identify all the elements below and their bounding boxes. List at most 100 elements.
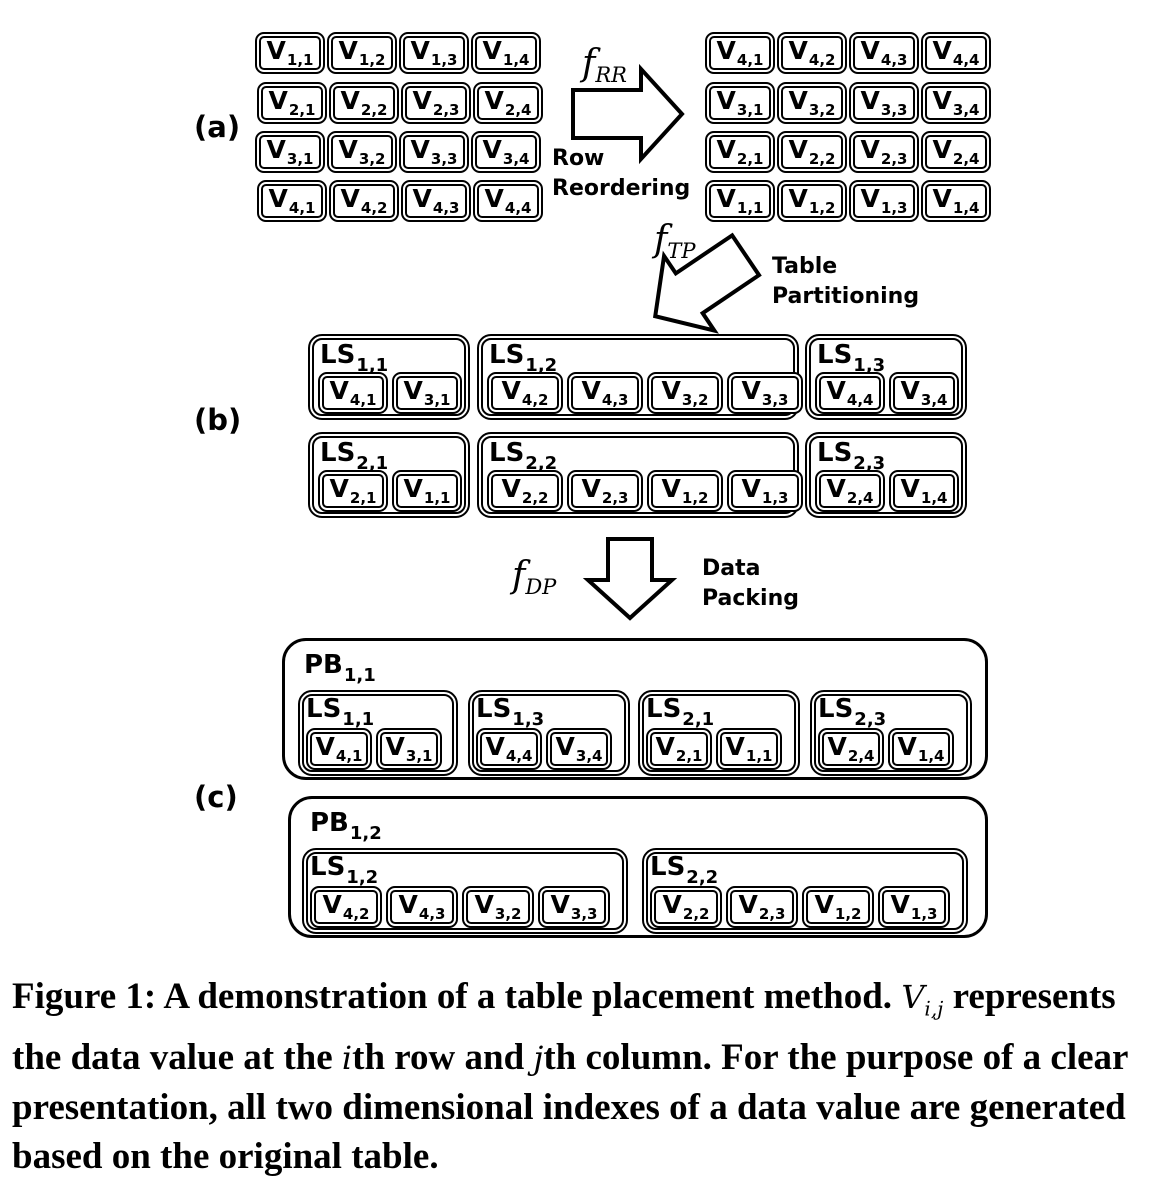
value-cell: V3,2 <box>327 131 397 173</box>
function-rr: fRR <box>582 43 627 87</box>
segment-label: LS2,1 <box>646 694 715 730</box>
value-cell: V4,3 <box>401 180 471 222</box>
value-cell: V1,4 <box>471 32 541 74</box>
segment-label: LS1,3 <box>476 694 545 730</box>
row-reordering-label: Row Reordering <box>552 146 691 201</box>
value-cell: V1,4 <box>921 180 991 222</box>
value-cell: V4,2 <box>777 32 847 74</box>
caption-symbol-i: i <box>341 1039 353 1078</box>
value-cell: V1,1 <box>705 180 775 222</box>
value-cell: V1,1 <box>255 32 325 74</box>
caption-part-3: th column. For the purpose of a clear pr… <box>12 1037 1128 1178</box>
logical-segment <box>642 848 968 934</box>
logical-segment <box>468 690 630 776</box>
value-cell: V2,2 <box>650 886 722 928</box>
segment-label: LS2,3 <box>817 438 886 474</box>
value-cell: V3,2 <box>462 886 534 928</box>
packed-block-label: PB1,2 <box>310 808 382 844</box>
logical-segment <box>638 690 800 776</box>
value-cell: V4,2 <box>329 180 399 222</box>
value-cell: V4,4 <box>815 372 885 414</box>
logical-segment <box>308 334 470 420</box>
value-cell: V3,4 <box>471 131 541 173</box>
value-cell: V2,1 <box>705 131 775 173</box>
value-cell: V2,4 <box>921 131 991 173</box>
packed-block-label: PB1,1 <box>304 650 376 686</box>
value-cell: V2,3 <box>567 470 643 512</box>
value-cell: V1,1 <box>716 728 782 770</box>
value-cell: V4,4 <box>473 180 543 222</box>
logical-segment <box>805 432 967 518</box>
value-cell: V2,1 <box>646 728 712 770</box>
value-cell: V1,4 <box>888 728 954 770</box>
value-cell: V2,2 <box>777 131 847 173</box>
value-cell: V1,1 <box>392 470 462 512</box>
value-cell: V2,1 <box>257 82 327 124</box>
logical-segment <box>805 334 967 420</box>
caption-symbol-vij: Vi,j <box>901 978 944 1021</box>
caption-part-1: represents the data value at the <box>12 976 1116 1079</box>
value-cell: V2,1 <box>318 470 388 512</box>
value-cell: V1,3 <box>399 32 469 74</box>
logical-segment <box>298 690 458 776</box>
value-cell: V3,1 <box>705 82 775 124</box>
value-cell: V2,4 <box>818 728 884 770</box>
segment-label: LS1,1 <box>320 340 389 376</box>
value-cell: V3,3 <box>727 372 803 414</box>
packed-block <box>282 638 988 780</box>
value-cell: V3,3 <box>849 82 919 124</box>
caption-lead: Figure 1: A demonstration of a table pla… <box>12 976 893 1017</box>
table-partitioning-arrow-icon <box>652 232 762 334</box>
caption-part-2: th row and <box>352 1037 525 1079</box>
value-cell: V2,3 <box>849 131 919 173</box>
value-cell: V4,1 <box>318 372 388 414</box>
function-tp: fTP <box>654 219 696 263</box>
value-cell: V4,4 <box>921 32 991 74</box>
value-cell: V1,3 <box>727 470 803 512</box>
row-reordering-arrow-icon <box>571 63 685 165</box>
segment-label: LS2,2 <box>489 438 558 474</box>
value-cell: V3,1 <box>255 131 325 173</box>
value-cell: V4,3 <box>567 372 643 414</box>
data-packing-label: Data Packing <box>702 556 800 611</box>
segment-label: LS2,3 <box>818 694 887 730</box>
value-cell: V1,2 <box>327 32 397 74</box>
value-cell: V4,1 <box>306 728 372 770</box>
segment-label: LS2,2 <box>650 852 719 888</box>
packed-block <box>288 796 988 938</box>
value-cell: V3,2 <box>777 82 847 124</box>
value-cell: V4,1 <box>257 180 327 222</box>
value-cell: V1,2 <box>802 886 874 928</box>
value-cell: V3,2 <box>647 372 723 414</box>
value-cell: V2,2 <box>487 470 563 512</box>
value-cell: V4,3 <box>849 32 919 74</box>
value-cell: V1,2 <box>777 180 847 222</box>
value-cell: V4,1 <box>705 32 775 74</box>
value-cell: V2,2 <box>329 82 399 124</box>
value-cell: V3,1 <box>376 728 442 770</box>
value-cell: V2,3 <box>726 886 798 928</box>
data-packing-arrow-icon <box>582 537 678 621</box>
segment-label: LS1,2 <box>489 340 558 376</box>
value-cell: V3,1 <box>392 372 462 414</box>
value-cell: V2,3 <box>401 82 471 124</box>
value-cell: V3,3 <box>538 886 610 928</box>
logical-segment <box>302 848 628 934</box>
value-cell: V4,3 <box>386 886 458 928</box>
value-cell: V1,3 <box>849 180 919 222</box>
value-cell: V4,4 <box>476 728 542 770</box>
value-cell: V3,4 <box>889 372 959 414</box>
value-cell: V4,2 <box>487 372 563 414</box>
value-cell: V1,4 <box>889 470 959 512</box>
segment-label: LS1,3 <box>817 340 886 376</box>
caption-symbol-j: j <box>533 1039 544 1078</box>
value-cell: V3,4 <box>546 728 612 770</box>
label-b: (b) <box>194 403 242 437</box>
label-a: (a) <box>194 110 241 144</box>
segment-label: LS1,1 <box>306 694 375 730</box>
segment-label: LS1,2 <box>310 852 379 888</box>
figure-caption: Figure 1: A demonstration of a table pla… <box>12 972 1166 1181</box>
table-partitioning-label: Table Partitioning <box>772 254 920 309</box>
value-cell: V3,3 <box>399 131 469 173</box>
value-cell: V1,2 <box>647 470 723 512</box>
